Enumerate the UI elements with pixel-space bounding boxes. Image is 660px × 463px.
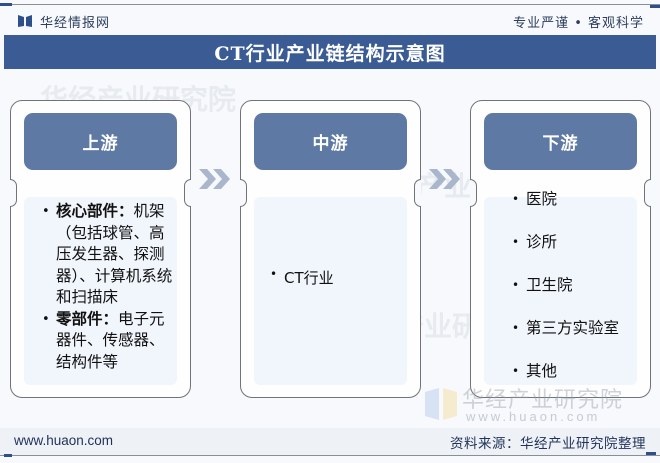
upstream-body: 核心部件：机架（包括球管、高压发生器、探测器）、计算机系统和扫描床 零部件：电子… [24,197,177,385]
upstream-panel: 上游 核心部件：机架（包括球管、高压发生器、探测器）、计算机系统和扫描床 零部件… [10,100,191,398]
watermark-logo-icon [425,388,457,420]
panel-notch [644,179,651,207]
item-text: 机架（包括球管、高压发生器、探测器）、计算机系统和扫描床 [56,202,173,306]
item-text: 电子元器件、传感器、结构件等 [56,309,165,371]
panel-notch [10,179,17,207]
watermark-brand: 华经产业研究院 [462,388,624,413]
midstream-header: 中游 [254,113,407,170]
brand-name: 华经情报网 [40,16,111,31]
panel-notch [470,179,477,207]
panel-notch [414,179,421,207]
downstream-list: 医院 诊所 卫生院 第三方实验室 其他 [512,189,619,404]
upstream-header: 上游 [24,113,177,170]
double-chevron-right-icon [199,169,230,189]
list-item: 其他 [512,361,619,404]
bottom-rule [0,452,660,457]
source-note: 资料来源：华经产业研究院整理 [450,436,646,452]
list-item: 第三方实验室 [512,318,619,361]
list-item: 核心部件：机架（包括球管、高压发生器、探测器）、计算机系统和扫描床 [42,201,177,309]
panel-notch [240,179,247,207]
footer: www.huaon.com 资料来源：华经产业研究院整理 [0,428,660,456]
midstream-panel: 中游 CT行业 [240,100,421,398]
upstream-list: 核心部件：机架（包括球管、高压发生器、探测器）、计算机系统和扫描床 零部件：电子… [42,201,177,373]
watermark-url: www.huaon.com [466,409,601,424]
midstream-heading: 中游 [312,134,349,154]
midstream-body: CT行业 [254,197,407,385]
top-rule [0,3,660,8]
list-item: 零部件：电子元器件、传感器、结构件等 [42,309,177,374]
page-title: CT行业产业链结构示意图 [214,42,446,65]
slogan: 专业严谨 • 客观科学 [513,16,644,31]
downstream-body: 医院 诊所 卫生院 第三方实验室 其他 [484,189,637,385]
downstream-heading: 下游 [542,134,579,154]
logo-icon [18,15,32,27]
list-item: 诊所 [512,232,619,275]
downstream-header: 下游 [484,113,637,170]
footer-url: www.huaon.com [14,433,114,448]
downstream-panel: 下游 医院 诊所 卫生院 第三方实验室 其他 [470,100,651,398]
midstream-list: CT行业 [270,267,334,288]
double-chevron-right-icon [429,169,460,189]
title-bar: CT行业产业链结构示意图 [4,35,656,69]
panel-notch [184,179,191,207]
header: 华经情报网 专业严谨 • 客观科学 [0,5,660,35]
item-label: 零部件： [56,309,119,328]
list-item: CT行业 [270,267,334,288]
list-item: 卫生院 [512,275,619,318]
list-item: 医院 [512,189,619,232]
upstream-heading: 上游 [82,134,119,154]
item-label: 核心部件： [56,202,134,220]
